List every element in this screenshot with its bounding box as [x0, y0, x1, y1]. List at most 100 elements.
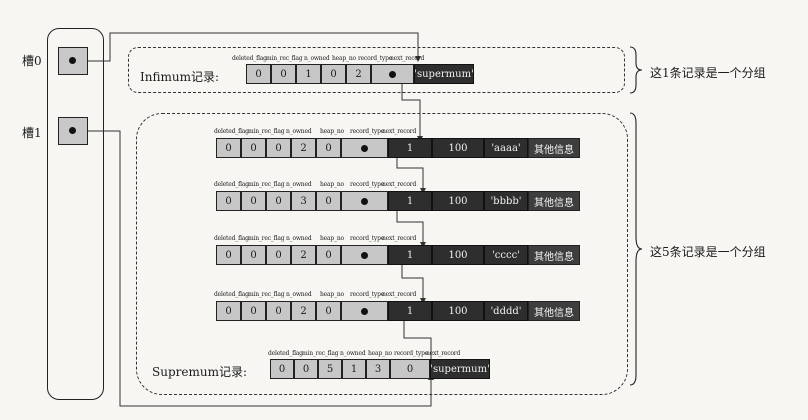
infimum-cell: 0: [321, 64, 346, 84]
infimum-next-line: [401, 74, 421, 140]
hdr-record-type: record_type: [358, 55, 393, 62]
hdr-n-owned: n_owned: [304, 55, 330, 62]
record-col3-cell: 'cccc': [484, 245, 528, 265]
hdr-heap-no: heap_no: [368, 350, 392, 357]
slot-0-label: 槽0: [22, 54, 42, 68]
record-col3-cell: 'aaaa': [484, 138, 528, 158]
hdr-field: heap_no: [320, 235, 344, 242]
supremum-cell: 0: [294, 359, 318, 379]
supremum-data-cell: 'supermum': [430, 359, 490, 379]
infimum-label: Infimum记录:: [140, 70, 220, 84]
record-cell: 0: [241, 301, 266, 321]
slot1-pointer-line: [88, 130, 432, 407]
next-pointer-dot: [361, 144, 368, 152]
supremum-cell: 3: [366, 359, 390, 379]
infimum-cell: 1: [296, 64, 321, 84]
hdr-field: heap_no: [320, 291, 344, 298]
record-col2-cell: 100: [432, 191, 484, 211]
record-cell: 0: [266, 245, 291, 265]
record-cell: 0: [266, 138, 291, 158]
hdr-min-rec-flag: min_rec_flag: [302, 350, 339, 357]
record-cell: 0: [316, 301, 341, 321]
record-col1-cell: 1: [388, 138, 432, 158]
hdr-field: record_type: [350, 235, 385, 242]
record-cell: 0: [216, 301, 241, 321]
record-cell: 0: [216, 138, 241, 158]
hdr-field: heap_no: [320, 181, 344, 188]
infimum-header: deleted_flag min_rec_flag n_owned heap_n…: [232, 55, 432, 65]
hdr-min-rec-flag: min_rec_flag: [266, 55, 303, 62]
record-col2-cell: 100: [432, 301, 484, 321]
rec2-next-line: [396, 201, 424, 246]
next-pointer-dot: [361, 251, 368, 259]
record-col3-cell: 'bbbb': [484, 191, 528, 211]
hdr-next-record: next_record: [426, 350, 461, 357]
infimum-cell: 0: [271, 64, 296, 84]
record-info-cell: 其他信息: [528, 245, 580, 265]
record-cell: 0: [316, 245, 341, 265]
record-info-cell: 其他信息: [528, 191, 580, 211]
hdr-record-type: record_type: [394, 350, 429, 357]
record-cell: 0: [216, 191, 241, 211]
supremum-header: deleted_flag min_rec_flag n_owned heap_n…: [268, 350, 468, 360]
record-next-cell: [341, 138, 388, 158]
group-2-annotation: 这5条记录是一个分组: [650, 245, 766, 259]
record-next-cell: [341, 301, 388, 321]
record-col1-cell: 1: [388, 245, 432, 265]
record-cell: 2: [291, 245, 316, 265]
slot-1-box: [58, 117, 88, 145]
infimum-row: 0 0 1 0 2 'supermum': [246, 64, 496, 84]
supremum-row: 0 0 5 1 3 0 'supermum': [270, 359, 500, 379]
record-cell: 0: [216, 245, 241, 265]
hdr-n-owned: n_owned: [340, 350, 366, 357]
record-col1-cell: 1: [388, 191, 432, 211]
record-cell: 0: [241, 138, 266, 158]
slot-1-label: 槽1: [22, 126, 42, 140]
hdr-field: n_owned: [286, 181, 312, 188]
infimum-next-cell: [371, 64, 414, 84]
supremum-cell: 0: [390, 359, 430, 379]
supremum-cell: 1: [342, 359, 366, 379]
hdr-field: heap_no: [320, 128, 344, 135]
supremum-cell: 0: [270, 359, 294, 379]
record-cell: 2: [291, 301, 316, 321]
rec1-next-line: [396, 148, 424, 192]
hdr-heap-no: heap_no: [332, 55, 356, 62]
brace-group-2: [629, 112, 643, 386]
next-pointer-dot: [389, 70, 396, 78]
record-cell: 3: [291, 191, 316, 211]
slot-0-pointer: [69, 57, 76, 64]
hdr-field: next_record: [382, 291, 417, 298]
hdr-deleted-flag: deleted_flag: [232, 55, 267, 62]
supremum-cell: 5: [318, 359, 342, 379]
record-cell: 0: [316, 138, 341, 158]
rec4-next-line: [403, 311, 432, 360]
rec3-next-line: [401, 255, 424, 302]
hdr-field: record_type: [350, 181, 385, 188]
group-2-box: [136, 113, 628, 395]
hdr-deleted-flag: deleted_flag: [268, 350, 303, 357]
slot-column: [47, 28, 104, 400]
hdr-field: n_owned: [286, 128, 312, 135]
hdr-field: deleted_flag: [214, 128, 249, 135]
record-next-cell: [341, 191, 388, 211]
record-next-cell: [341, 245, 388, 265]
brace-group-1: [629, 46, 643, 94]
supremum-label: Supremum记录:: [152, 365, 247, 379]
hdr-field: deleted_flag: [214, 181, 249, 188]
hdr-next-record: next_record: [390, 55, 425, 62]
infimum-data-cell: 'supermum': [414, 64, 474, 84]
record-info-cell: 其他信息: [528, 301, 580, 321]
hdr-field: next_record: [382, 235, 417, 242]
record-col3-cell: 'dddd': [484, 301, 528, 321]
slot-1-pointer: [69, 127, 76, 134]
hdr-field: min_rec_flag: [248, 181, 285, 188]
hdr-field: deleted_flag: [214, 235, 249, 242]
record-cell: 2: [291, 138, 316, 158]
infimum-cell: 0: [246, 64, 271, 84]
